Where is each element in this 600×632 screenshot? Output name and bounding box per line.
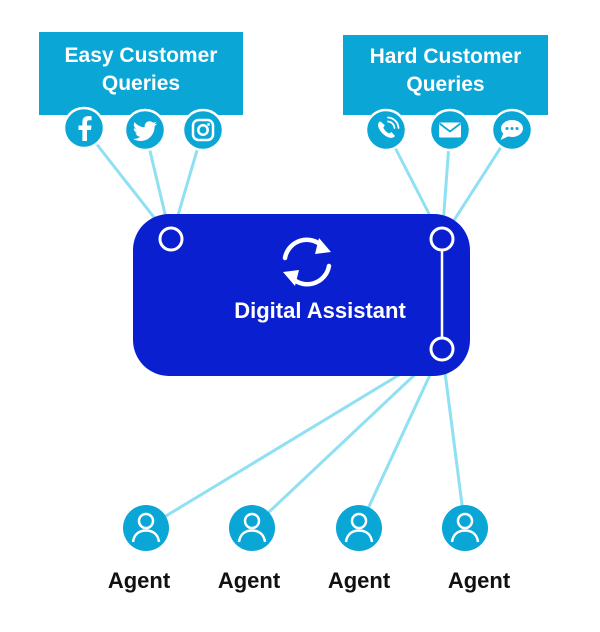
email-icon xyxy=(428,108,472,152)
agent-label: Agent xyxy=(107,568,171,593)
connector-agent-2 xyxy=(250,347,444,530)
easy-queries-title-line2: Queries xyxy=(101,72,181,95)
chat-icon xyxy=(490,108,534,152)
hard-queries-title-line1: Hard Customer xyxy=(369,45,522,68)
easy-queries-box xyxy=(39,32,243,115)
phone-icon xyxy=(364,108,408,152)
user-icon xyxy=(229,505,275,551)
junction-easy xyxy=(158,226,184,252)
easy-queries-title-line1: Easy Customer xyxy=(64,44,218,67)
digital-assistant-label: Digital Assistant xyxy=(234,298,406,323)
hard-queries-title: Hard Customer Queries xyxy=(343,43,548,99)
connector-agent-1 xyxy=(145,347,443,530)
refresh-cycle-icon xyxy=(282,237,332,287)
agent-label: Agent xyxy=(447,568,511,593)
hard-queries-title-line2: Queries xyxy=(406,73,485,96)
connector-agent-4 xyxy=(440,348,467,529)
user-icon xyxy=(442,505,488,551)
easy-queries-title: Easy Customer Queries xyxy=(39,42,243,98)
junction-hard xyxy=(429,226,455,252)
facebook-icon xyxy=(62,106,106,150)
junction-agents xyxy=(429,336,455,362)
user-icon xyxy=(123,505,169,551)
instagram-icon xyxy=(181,108,225,152)
hard-queries-box xyxy=(343,35,548,115)
agent-label: Agent xyxy=(217,568,281,593)
twitter-icon xyxy=(123,108,167,152)
digital-assistant-box xyxy=(133,214,470,376)
connector-agent-3 xyxy=(357,348,444,529)
agent-label: Agent xyxy=(327,568,391,593)
user-icon xyxy=(336,505,382,551)
